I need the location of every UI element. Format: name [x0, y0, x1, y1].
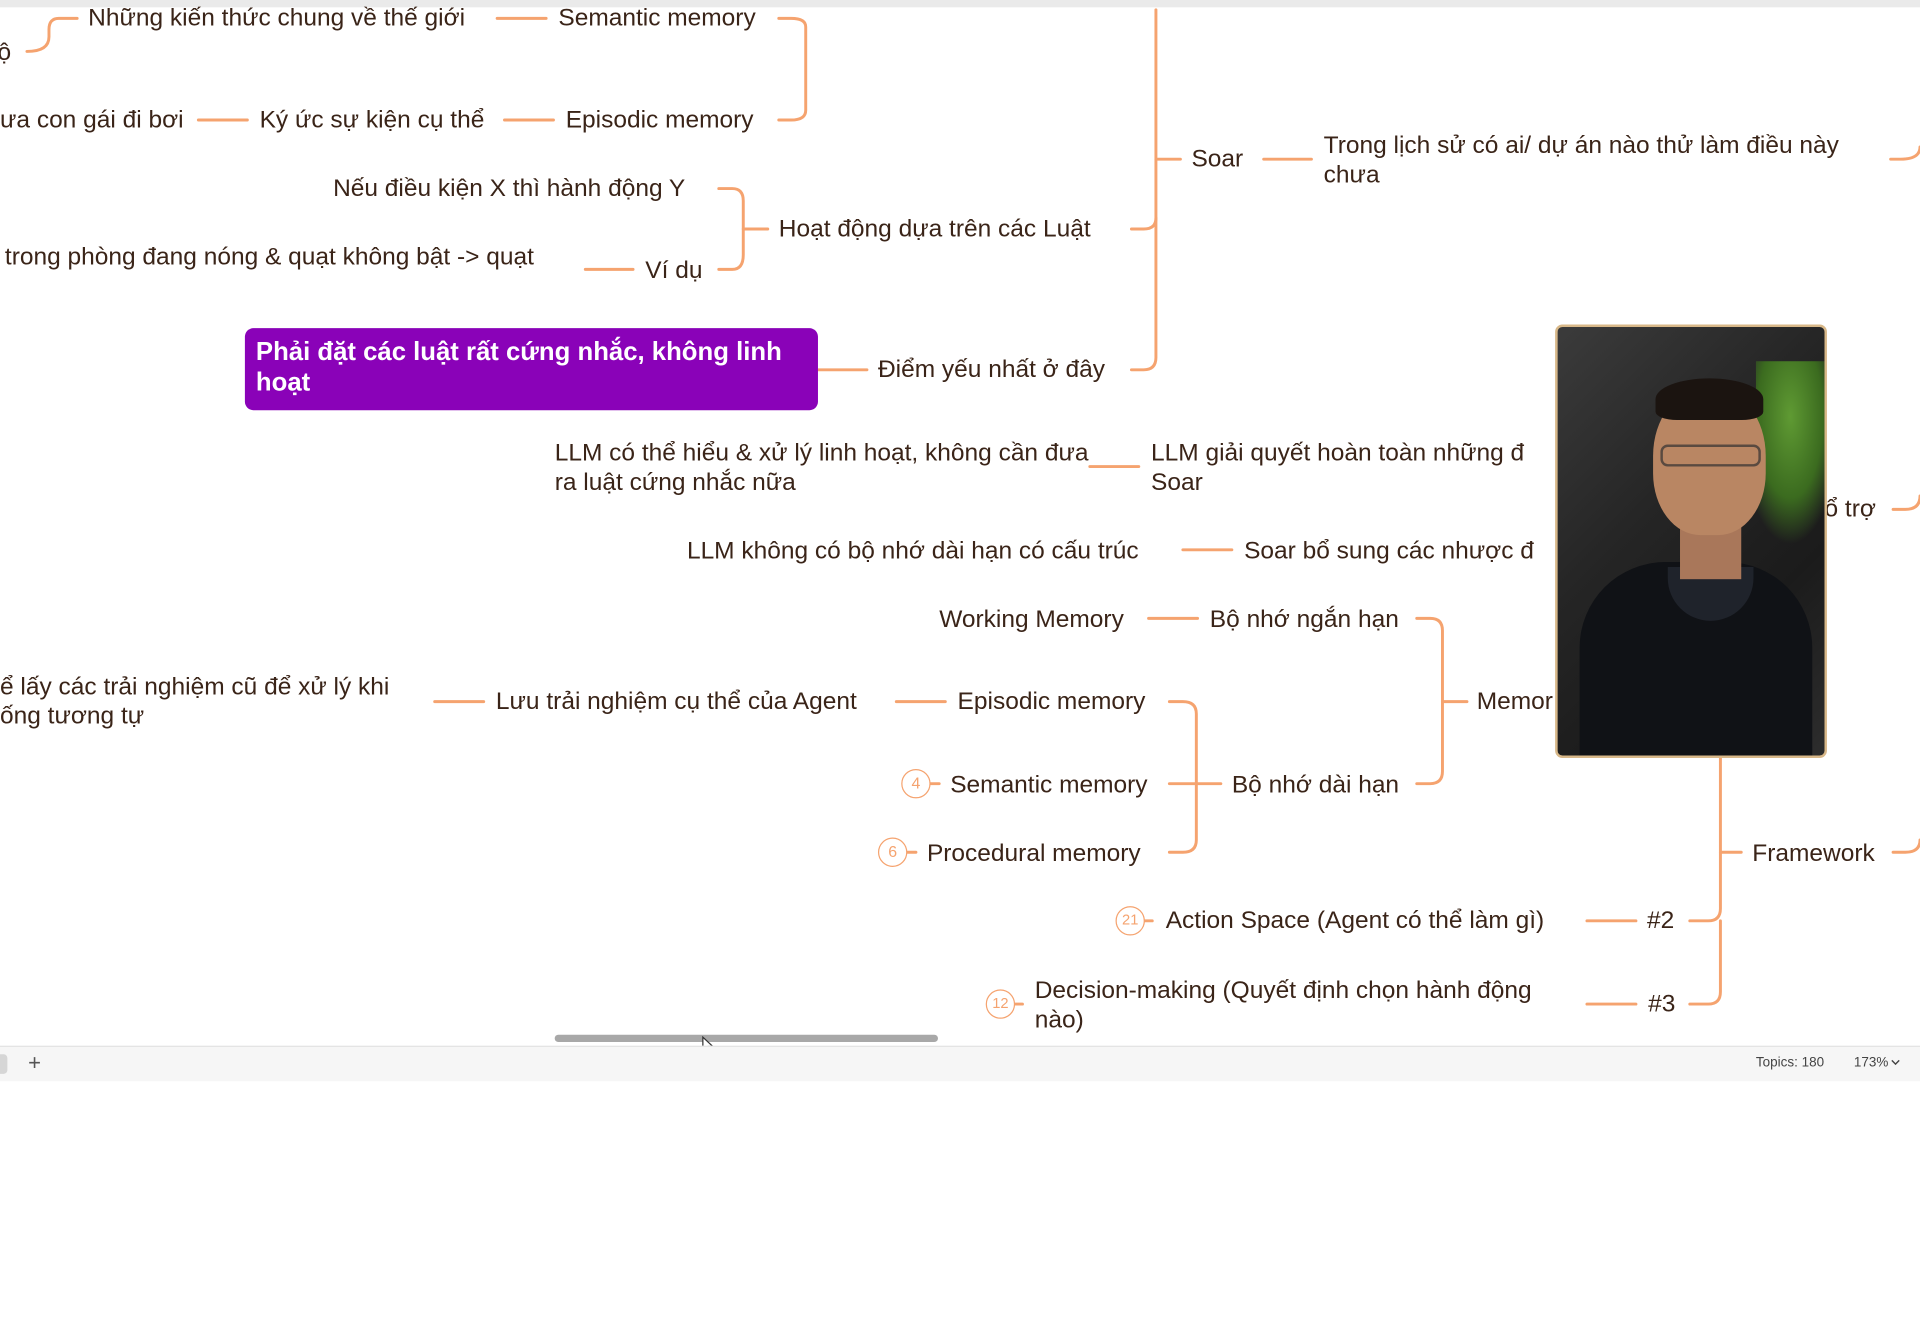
topic-short-term-memory[interactable]: Bộ nhớ ngắn hạn — [1209, 606, 1399, 634]
topic-truncated[interactable]: ộ — [0, 38, 11, 67]
presenter-glasses — [1660, 444, 1761, 467]
topic-framework[interactable]: Framework — [1752, 840, 1875, 867]
connector — [777, 16, 808, 122]
connector — [1415, 616, 1444, 786]
zoom-level: 173% — [1853, 1055, 1889, 1071]
connector — [1891, 494, 1920, 511]
topic-llm-solves[interactable]: LLM giải quyết hoàn toàn những đ Soar — [1151, 439, 1525, 496]
collapsed-count-badge[interactable]: 6 — [877, 837, 908, 867]
presenter-webcam-video — [1555, 324, 1827, 758]
topics-count: Topics: 180 — [1755, 1055, 1825, 1071]
topic-episodic-memory-2[interactable]: Episodic memory — [957, 688, 1146, 716]
collapsed-count-badge[interactable]: 21 — [1115, 906, 1145, 936]
plant-decor — [1755, 361, 1825, 545]
topic-episodic-memory[interactable]: Episodic memory — [565, 106, 754, 134]
topic-llm-flexible[interactable]: LLM có thể hiểu & xử lý linh hoạt, không… — [554, 439, 1089, 496]
topic-procedural-memory[interactable]: Procedural memory — [926, 840, 1141, 867]
connector — [1167, 700, 1198, 854]
topic-soar-supplements[interactable]: Soar bổ sung các nhược đ — [1244, 537, 1534, 565]
collapsed-count-badge[interactable]: 12 — [985, 989, 1016, 1019]
connector — [717, 187, 745, 271]
topic-world-knowledge[interactable]: Những kiến thức chung về thế giới — [88, 4, 466, 32]
top-edge — [0, 0, 1920, 8]
chevron-down-icon — [1891, 1059, 1900, 1066]
collapsed-count-badge[interactable]: 4 — [901, 768, 931, 799]
topic-store-agent-experience[interactable]: Lưu trải nghiệm cụ thể của Agent — [495, 688, 857, 716]
connector — [1129, 8, 1158, 231]
topic-reuse-experiences[interactable]: ể lấy các trải nghiệm cũ để xử lý khi ốn… — [0, 673, 390, 730]
add-sheet-icon[interactable]: + — [28, 1050, 42, 1076]
topic-llm-no-longterm[interactable]: LLM không có bộ nhớ dài hạn có cấu trúc — [686, 537, 1139, 565]
connector — [1889, 145, 1920, 161]
topic-weakest-point[interactable]: Điểm yếu nhất ở đây — [877, 356, 1106, 384]
connector — [1688, 919, 1722, 1006]
presenter-hair — [1655, 378, 1764, 421]
selected-topic-rigid-rules[interactable]: Phải đặt các luật rất cứng nhắc, không l… — [244, 328, 818, 411]
topic-decision-making[interactable]: Decision-making (Quyết định chọn hành độ… — [1034, 977, 1532, 1034]
status-bar: + Topics: 180 173% — [0, 1045, 1920, 1082]
horizontal-scrollbar[interactable] — [554, 1034, 938, 1043]
topic-support-truncated[interactable]: ổ trợ — [1824, 495, 1876, 523]
topic-action-space[interactable]: Action Space (Agent có thể làm gì) — [1165, 907, 1545, 935]
topic-number-3[interactable]: #3 — [1648, 990, 1676, 1018]
topic-specific-event-memory[interactable]: Ký ức sự kiện cụ thể — [259, 106, 485, 134]
topic-long-term-memory[interactable]: Bộ nhớ dài hạn — [1231, 771, 1400, 799]
topic-semantic-memory-2[interactable]: Semantic memory — [950, 771, 1148, 799]
connector — [1129, 216, 1158, 372]
connector — [25, 16, 79, 53]
topic-soar[interactable]: Soar — [1191, 145, 1244, 173]
topic-example-swimming[interactable]: ưa con gái đi bơi — [0, 106, 184, 134]
topic-history-question[interactable]: Trong lịch sử có ai/ dự án nào thử làm đ… — [1323, 132, 1839, 189]
zoom-level-select[interactable]: 173% — [1854, 1056, 1901, 1072]
topic-number-2[interactable]: #2 — [1646, 907, 1675, 935]
topic-rule-based[interactable]: Hoạt động dựa trên các Luật — [778, 215, 1091, 243]
topic-example-fan[interactable]: trong phòng đang nóng & quạt không bật -… — [4, 243, 534, 271]
topic-example[interactable]: Ví dụ — [645, 257, 703, 285]
topic-rule-if-then[interactable]: Nếu điều kiện X thì hành động Y — [333, 175, 686, 203]
topic-memory-truncated[interactable]: Memor — [1476, 688, 1553, 716]
topic-semantic-memory[interactable]: Semantic memory — [558, 4, 756, 32]
connector — [1891, 838, 1920, 854]
mindmap-connectors — [25, 8, 1920, 1006]
topic-working-memory[interactable]: Working Memory — [939, 606, 1124, 634]
sheet-tab-edge[interactable] — [0, 1054, 8, 1074]
connector — [1688, 752, 1722, 923]
